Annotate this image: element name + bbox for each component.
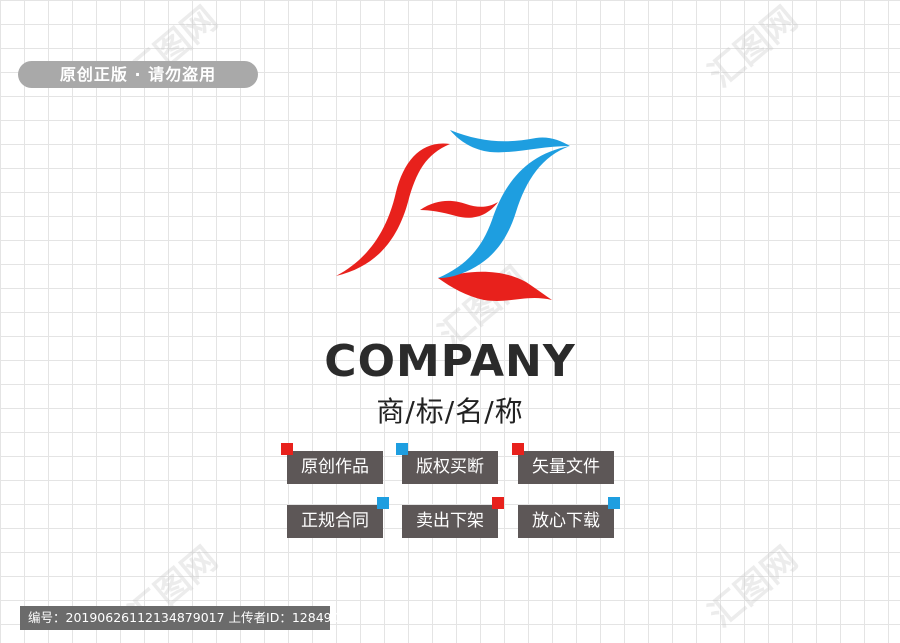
tag-label: 卖出下架 [416, 511, 484, 531]
tag-label: 放心下载 [532, 511, 600, 531]
logo-red-bottom-swoosh [438, 271, 552, 301]
tag-copyright-buyout: 版权买断 [396, 443, 498, 484]
id-footer: 编号：20190626112134879017 上传者ID：1284906 [20, 606, 348, 630]
tag-label: 原创作品 [301, 457, 369, 477]
corner-square [608, 497, 620, 509]
tag-original-work: 原创作品 [281, 443, 383, 484]
tag-label: 正规合同 [301, 511, 369, 531]
corner-square [492, 497, 504, 509]
company-name: COMPANY [324, 336, 576, 387]
corner-square [377, 497, 389, 509]
logo-red-middle-dash [420, 200, 498, 218]
tag-formal-contract: 正规合同 [287, 497, 389, 538]
logo-red-left-swoosh [336, 143, 450, 276]
swirl-logo-icon [336, 130, 570, 301]
tag-safe-download: 放心下载 [518, 497, 620, 538]
logo-blue-right-swoosh [438, 146, 570, 278]
copyright-badge: 原创正版 · 请勿盗用 [18, 61, 258, 88]
corner-square [281, 443, 293, 455]
tag-vector-file: 矢量文件 [512, 443, 614, 484]
tag-delist-after-sale: 卖出下架 [402, 497, 504, 538]
watermark: 汇图网 [701, 539, 806, 636]
brand-subtitle: 商/标/名/称 [376, 395, 524, 428]
corner-square [512, 443, 524, 455]
logo-blue-top-swoosh [450, 130, 570, 153]
corner-square [396, 443, 408, 455]
tag-label: 版权买断 [416, 457, 484, 477]
tag-label: 矢量文件 [532, 457, 600, 477]
watermark: 汇图网 [701, 0, 806, 96]
